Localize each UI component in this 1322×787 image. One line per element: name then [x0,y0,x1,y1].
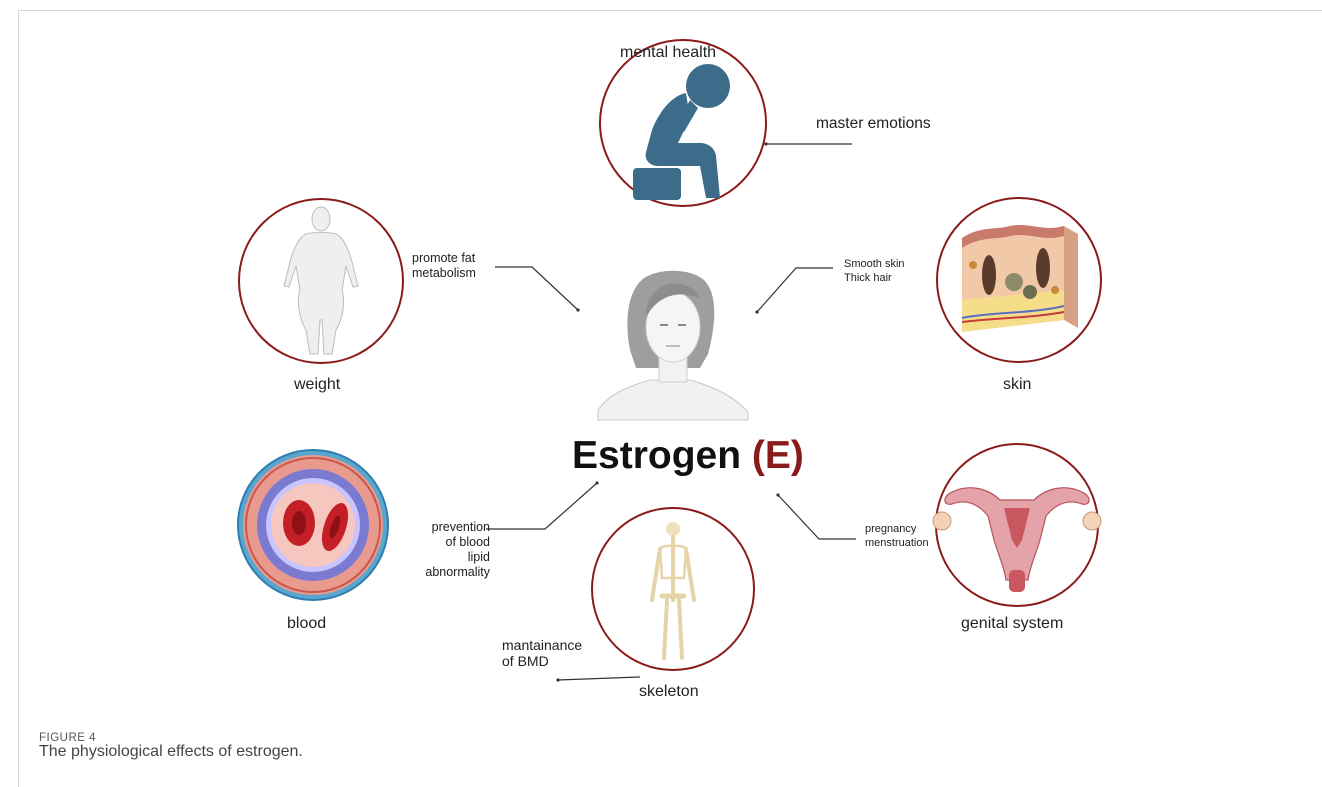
title-symbol: (E) [752,434,804,477]
blood-effect: prevention of blood lipid abnormality [418,520,490,580]
weight-label: weight [294,376,340,394]
connector-genital [778,495,856,539]
mental-health-label: mental health [620,44,716,62]
diagram-title: Estrogen (E) [572,434,804,478]
weight-effect: promote fat metabolism [412,251,476,281]
skin-effect: Smooth skin Thick hair [844,257,905,285]
figure-caption: The physiological effects of estrogen. [39,743,303,761]
connector-skin [757,268,833,312]
blood-label: blood [287,615,326,633]
skin-label: skin [1003,376,1031,394]
connector-skeleton [558,677,640,680]
skeleton-label: skeleton [639,683,699,701]
title-main: Estrogen [572,434,741,477]
mental-health-effect: master emotions [816,115,931,133]
connector-blood [486,483,597,529]
genital-system-label: genital system [961,615,1063,633]
skeleton-effect: mantainance of BMD [502,637,582,669]
connector-weight [495,267,578,310]
skin-layers-icon [962,225,1078,332]
genital-system-effect: pregnancy menstruation [865,522,929,550]
blood-vessel-icon [238,450,388,600]
woman-portrait [598,271,748,420]
